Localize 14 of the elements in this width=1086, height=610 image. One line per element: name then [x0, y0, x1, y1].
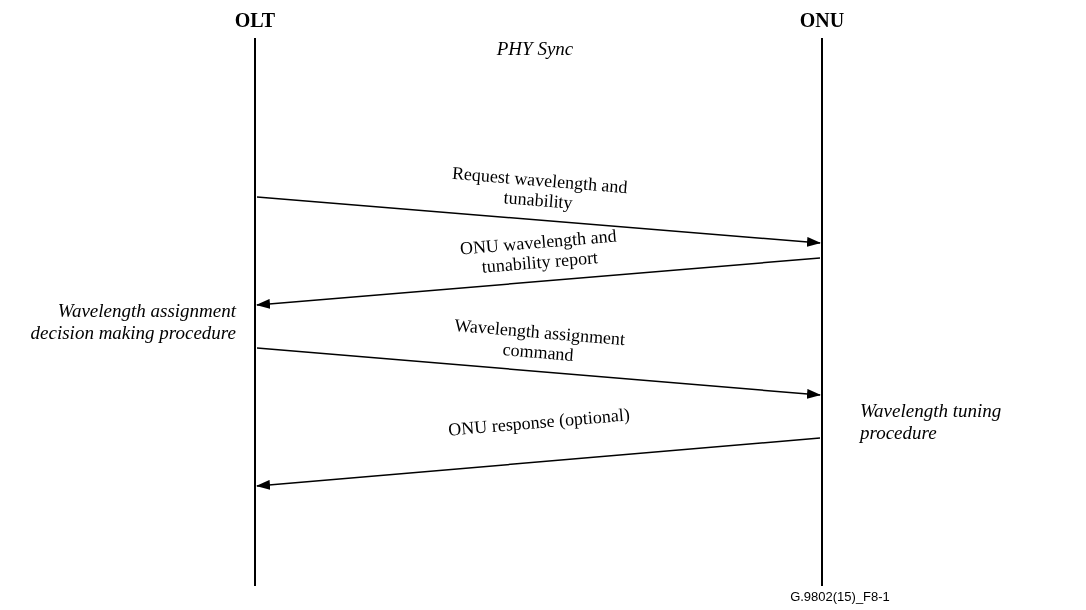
message-arrow: [256, 196, 821, 247]
participant-name: ONU: [798, 8, 846, 32]
note: Wavelength assignment decision making procedure: [29, 300, 236, 344]
note: Wavelength tuning procedure: [860, 400, 1003, 444]
participant-name: OLT: [233, 8, 277, 32]
message-arrow: [256, 257, 821, 309]
edge-label: ONU response (optional): [446, 403, 631, 441]
edge-label: Request wavelength and tunability: [449, 161, 629, 215]
message-arrow: [256, 437, 821, 490]
figure-id: G.9802(15)_F8-1: [789, 588, 891, 606]
message-arrow: [256, 347, 821, 399]
note: PHY Sync: [495, 38, 575, 60]
edge-label: Wavelength assignment command: [452, 313, 627, 367]
edge-label: ONU wavelength and tunability report: [457, 224, 618, 279]
